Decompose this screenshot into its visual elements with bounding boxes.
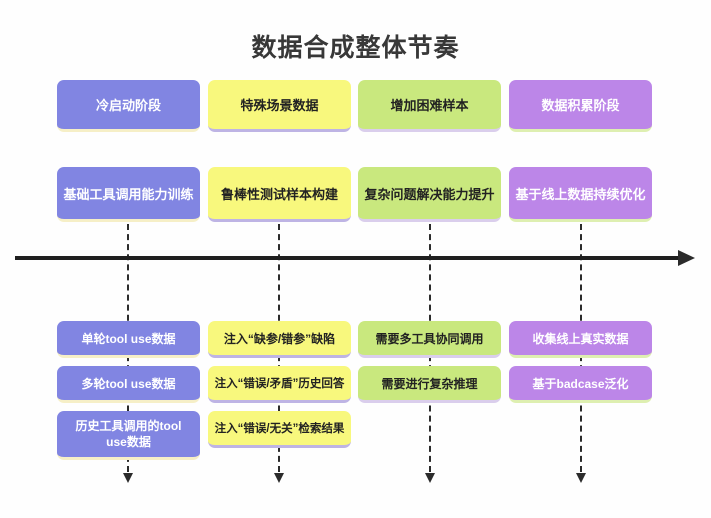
item-box: 基于badcase泛化 (509, 366, 652, 403)
item-box: 需要进行复杂推理 (358, 366, 501, 403)
item-box: 多轮tool use数据 (57, 366, 200, 403)
item-box: 需要多工具协同调用 (358, 321, 501, 358)
timeline-axis (15, 256, 678, 260)
arrow-right-icon (678, 250, 695, 266)
phase-box-data-accumulation: 数据积累阶段 (509, 80, 652, 132)
arrow-down-icon (425, 473, 435, 483)
capability-box-hard-samples: 复杂问题解决能力提升 (358, 167, 501, 222)
arrow-down-icon (576, 473, 586, 483)
phase-box-cold-start: 冷启动阶段 (57, 80, 200, 132)
capability-box-data-accumulation: 基于线上数据持续优化 (509, 167, 652, 222)
phase-box-hard-samples: 增加困难样本 (358, 80, 501, 132)
arrow-down-icon (274, 473, 284, 483)
item-box: 收集线上真实数据 (509, 321, 652, 358)
diagram-title: 数据合成整体节奏 (251, 34, 460, 62)
item-box: 历史工具调用的tool use数据 (57, 411, 200, 460)
capability-box-special-scenario: 鲁棒性测试样本构建 (208, 167, 351, 222)
arrow-down-icon (123, 473, 133, 483)
capability-box-cold-start: 基础工具调用能力训练 (57, 167, 200, 222)
item-box: 注入“错误/无关”检索结果 (208, 411, 351, 448)
item-box: 注入“缺参/错参”缺陷 (208, 321, 351, 358)
item-box: 单轮tool use数据 (57, 321, 200, 358)
item-box: 注入“错误/矛盾”历史回答 (208, 366, 351, 403)
phase-box-special-scenario: 特殊场景数据 (208, 80, 351, 132)
